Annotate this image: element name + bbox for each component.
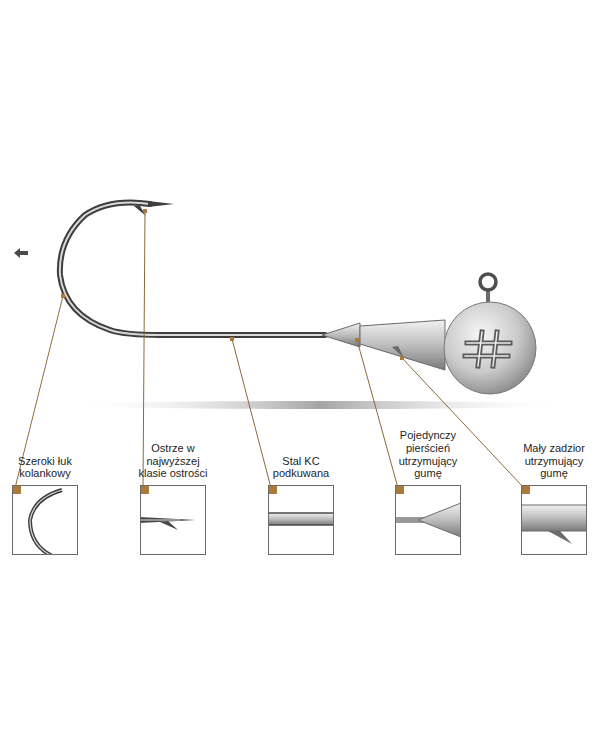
eyelet-ring bbox=[480, 274, 496, 290]
detail-frame bbox=[12, 485, 78, 555]
callout-label: Szeroki łuk kolankowy bbox=[4, 455, 86, 480]
callout-label: Pojedynczy pierścień utrzymujący gumę bbox=[387, 429, 469, 480]
inset-collar bbox=[395, 503, 461, 537]
inset-point bbox=[140, 517, 196, 530]
detail-frame bbox=[268, 485, 334, 555]
direction-arrow bbox=[14, 248, 28, 258]
inset-barb bbox=[521, 505, 587, 544]
inset-bend bbox=[30, 490, 62, 555]
jig-ball-head bbox=[444, 302, 536, 394]
ground-shadow bbox=[70, 401, 570, 409]
callout-detail: Stal KC podkuwana bbox=[268, 455, 334, 555]
head-emblem bbox=[465, 332, 510, 366]
callout-label: Mały zadzior utrzymujący gumę bbox=[513, 442, 595, 480]
detail-frame bbox=[395, 485, 461, 555]
callout-detail: Ostrze w najwyższej klasie ostrości bbox=[140, 442, 206, 555]
detail-frame bbox=[140, 485, 206, 555]
collar-cone bbox=[322, 323, 360, 347]
callout-label: Stal KC podkuwana bbox=[260, 455, 342, 480]
detail-frame bbox=[521, 485, 587, 555]
inset-shank bbox=[268, 513, 334, 525]
callout-detail: Pojedynczy pierścień utrzymujący gumę bbox=[395, 429, 461, 555]
hook-wire bbox=[60, 201, 325, 335]
callout-detail: Mały zadzior utrzymujący gumę bbox=[521, 442, 587, 555]
leader-dots bbox=[61, 209, 404, 360]
leader-lines bbox=[15, 211, 524, 488]
callout-label: Ostrze w najwyższej klasie ostrości bbox=[132, 442, 214, 480]
callout-detail: Szeroki łuk kolankowy bbox=[12, 455, 78, 555]
head-neck bbox=[360, 320, 445, 370]
corner-markers bbox=[12, 485, 530, 494]
